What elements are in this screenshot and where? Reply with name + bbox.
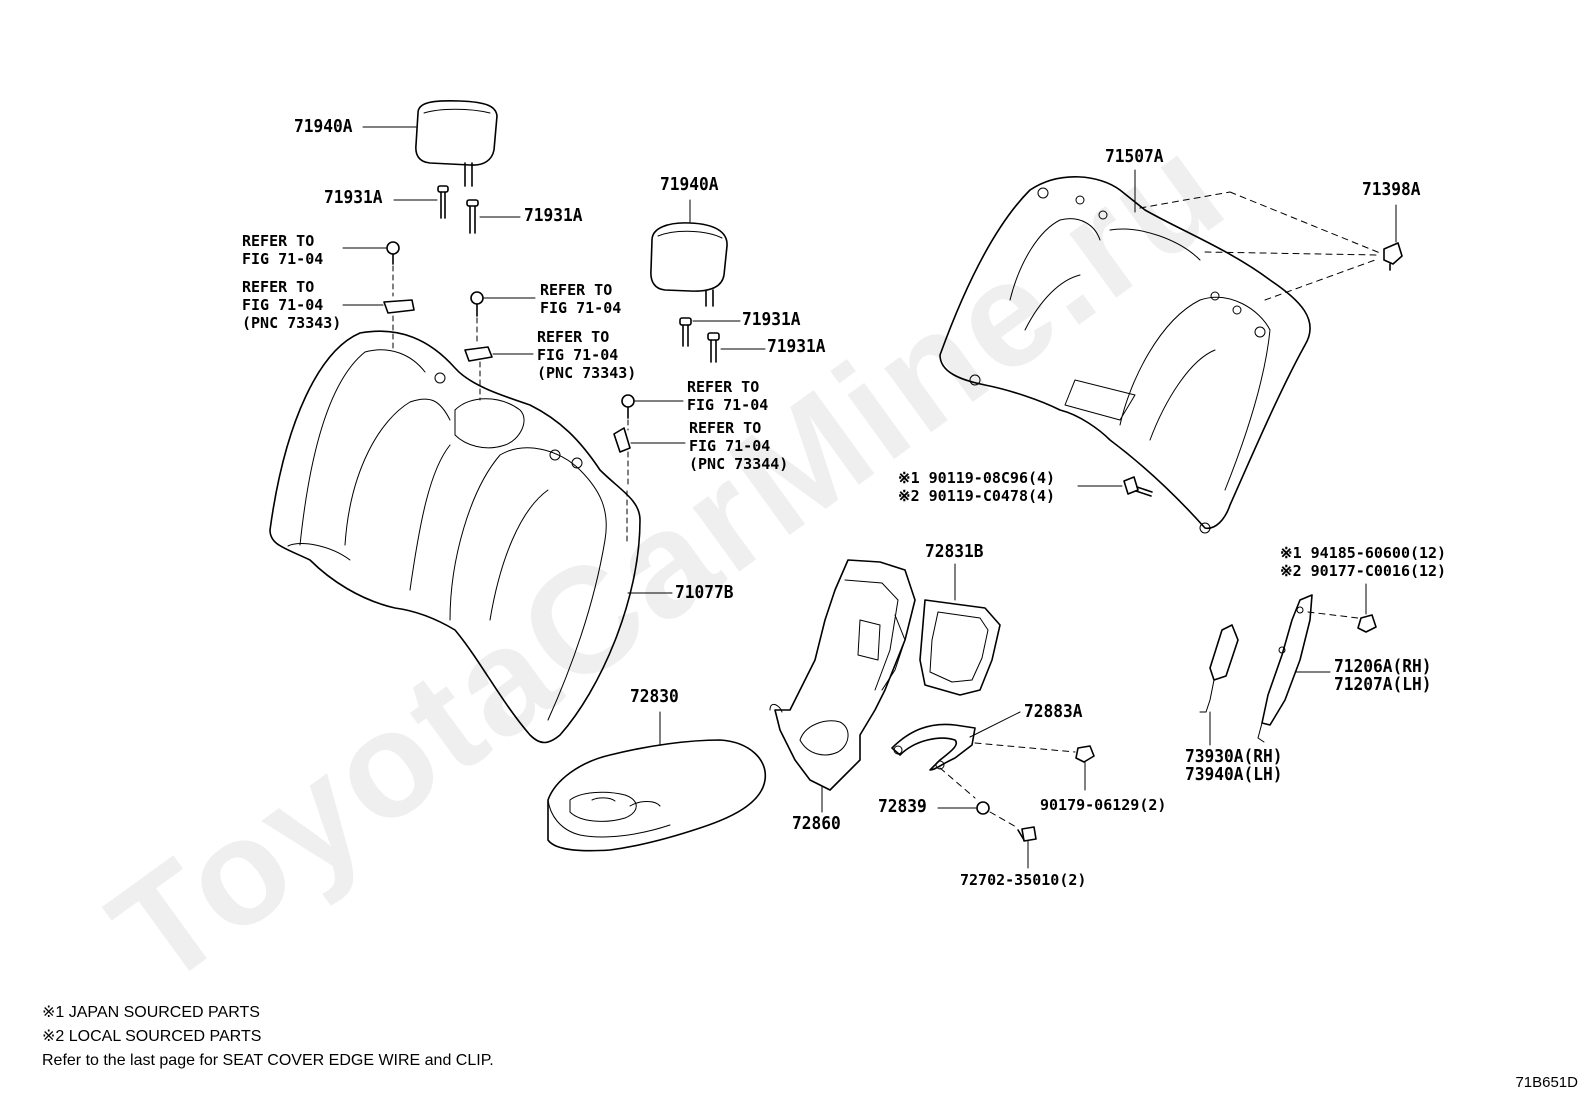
label-71077B: 71077B <box>675 582 734 603</box>
panel-72883A[interactable] <box>891 723 976 771</box>
label-71931A-4: 71931A <box>767 336 826 357</box>
label-refer-5: REFER TO FIG 71-04 <box>687 378 769 414</box>
label-refer-1: REFER TO FIG 71-04 <box>242 232 324 268</box>
label-71940A-left: 71940A <box>294 116 353 137</box>
bolt-90119[interactable] <box>1123 476 1153 497</box>
headrest-guide-mid-2[interactable] <box>707 332 720 363</box>
retractor-73930A[interactable] <box>1199 624 1239 713</box>
nut-94185[interactable] <box>1357 614 1377 633</box>
headrest-middle[interactable] <box>650 222 728 307</box>
label-71931A-3: 71931A <box>742 309 801 330</box>
label-71507A: 71507A <box>1105 146 1164 167</box>
label-nut-spec: ※1 94185-60600(12) ※2 90177-C0016(12) <box>1280 544 1447 580</box>
bolt-mid-1[interactable] <box>470 291 484 317</box>
bolt-mid-2[interactable] <box>621 394 635 419</box>
clip-71398A[interactable] <box>1383 242 1403 271</box>
bezel-72831B[interactable] <box>919 599 1001 696</box>
label-bolt-spec: ※1 90119-08C96(4) ※2 90119-C0478(4) <box>898 469 1056 505</box>
clip-72839[interactable] <box>976 801 990 815</box>
bolt-left-1[interactable] <box>386 241 400 265</box>
label-72830: 72830 <box>630 686 679 707</box>
seat-back-frame[interactable] <box>939 176 1311 534</box>
label-72831B: 72831B <box>925 541 984 562</box>
label-71940A-mid: 71940A <box>660 174 719 195</box>
note-japan-sourced: ※1 JAPAN SOURCED PARTS <box>42 1004 260 1021</box>
headrest-left[interactable] <box>415 100 498 187</box>
label-72702: 72702-35010(2) <box>960 871 1087 889</box>
label-71398A: 71398A <box>1362 179 1421 200</box>
label-71931A-2: 71931A <box>524 205 583 226</box>
label-refer-2: REFER TO FIG 71-04 (PNC 73343) <box>242 278 342 332</box>
clip-mid-1[interactable] <box>464 346 493 362</box>
label-90179: 90179-06129(2) <box>1040 796 1167 814</box>
armrest[interactable] <box>547 739 767 852</box>
clip-mid-2[interactable] <box>613 427 631 453</box>
clip-left-1[interactable] <box>383 299 415 314</box>
rear-seat-back[interactable] <box>269 330 641 744</box>
bolt-72702[interactable] <box>1017 826 1037 842</box>
note-refer-last-page: Refer to the last page for SEAT COVER ED… <box>42 1052 494 1069</box>
label-72883A: 72883A <box>1024 701 1083 722</box>
nut-90179[interactable] <box>1075 745 1095 763</box>
figure-id: 71B651D <box>1515 1074 1578 1091</box>
headrest-guide-left-1[interactable] <box>437 185 449 219</box>
label-72860: 72860 <box>792 813 841 834</box>
headrest-guide-left-2[interactable] <box>466 199 479 234</box>
label-refer-6: REFER TO FIG 71-04 (PNC 73344) <box>689 419 789 473</box>
label-refer-3: REFER TO FIG 71-04 <box>540 281 622 317</box>
headrest-guide-mid-1[interactable] <box>679 317 692 347</box>
label-refer-4: REFER TO FIG 71-04 (PNC 73343) <box>537 328 637 382</box>
bracket-71206A[interactable] <box>1257 594 1313 743</box>
label-73930A: 73930A(RH) 73940A(LH) <box>1185 746 1283 785</box>
console-box[interactable] <box>769 559 916 791</box>
label-71931A-1: 71931A <box>324 187 383 208</box>
label-71206A: 71206A(RH) 71207A(LH) <box>1334 656 1432 695</box>
note-local-sourced: ※2 LOCAL SOURCED PARTS <box>42 1028 262 1045</box>
label-72839: 72839 <box>878 796 927 817</box>
